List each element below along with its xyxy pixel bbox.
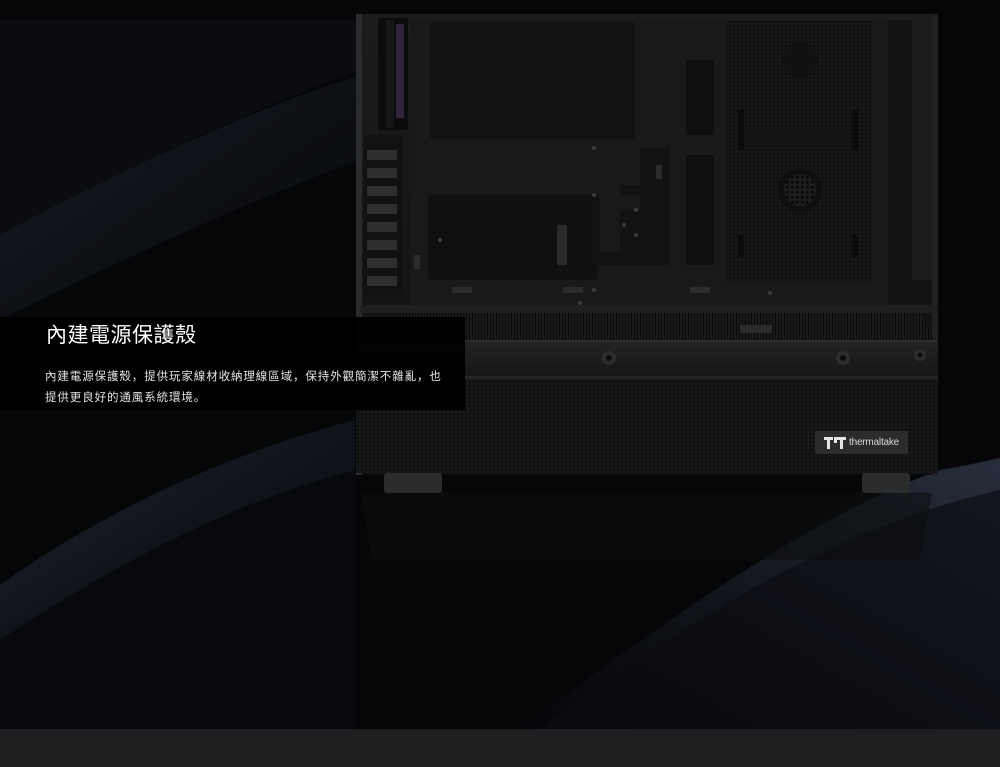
brand-badge: thermaltake <box>815 431 908 454</box>
bottom-divider-strip <box>0 729 1000 767</box>
feature-description: 內建電源保護殼，提供玩家線材收納理線區域，保持外觀簡潔不雜亂，也提供更良好的通風… <box>45 369 442 404</box>
feature-info-panel <box>0 317 465 410</box>
tt-logo-icon <box>824 436 846 449</box>
feature-title: 內建電源保護殼 <box>46 323 197 347</box>
brand-name: thermaltake <box>849 437 900 448</box>
